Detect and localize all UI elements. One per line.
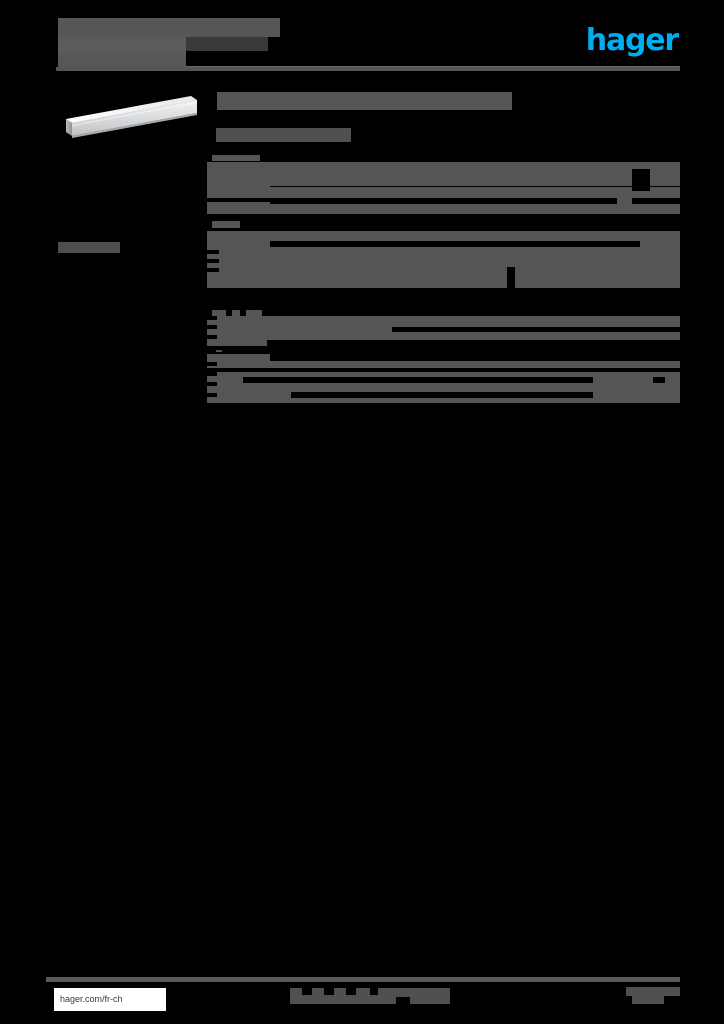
left-section-label <box>58 242 120 253</box>
product-image <box>57 88 200 160</box>
spec-group-2 <box>207 229 680 288</box>
spec-group-4 <box>207 352 680 368</box>
spec-group-5 <box>207 372 680 406</box>
document-title-tail <box>186 37 268 51</box>
spec-group-3 <box>207 316 680 346</box>
document-title-line-1 <box>58 18 280 37</box>
document-subtitle <box>58 54 186 68</box>
footer-right-text <box>626 987 680 1004</box>
page-header: hager <box>0 0 724 80</box>
document-title-line-2 <box>58 37 186 54</box>
footer-divider <box>46 977 680 982</box>
spec-group-2-stub <box>212 221 250 228</box>
page-title <box>217 92 512 110</box>
spec-group-1-stub <box>212 155 260 162</box>
page-subtitle <box>216 128 351 142</box>
spec-group-3-stub <box>212 310 262 317</box>
hager-logo: hager <box>585 23 679 58</box>
header-divider <box>56 67 680 71</box>
spec-group-1 <box>207 161 680 214</box>
spec-group-1-bottom-gap <box>207 214 680 217</box>
footer-center-text <box>290 988 450 1004</box>
header-divider-thin <box>186 66 680 67</box>
spec-group-5-bottom-gap <box>207 403 680 406</box>
footer-url[interactable]: hager.com/fr-ch <box>54 988 166 1011</box>
